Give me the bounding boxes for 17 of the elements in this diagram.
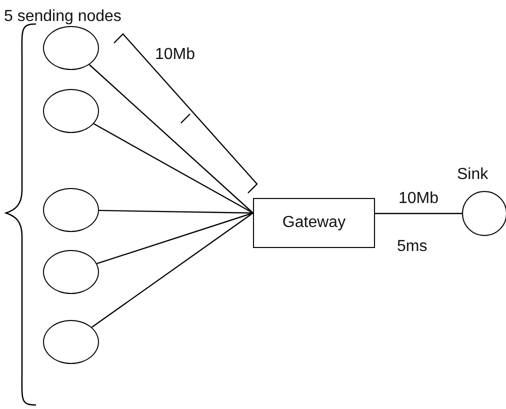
text-label: 5 sending nodes <box>4 8 122 26</box>
link-line <box>94 123 254 214</box>
node-label: Gateway <box>282 214 346 232</box>
node-circle <box>43 26 99 70</box>
node-circle <box>43 89 99 133</box>
gateway-box <box>253 198 375 248</box>
node-caption: Sink <box>457 166 488 184</box>
node-circle <box>462 191 506 236</box>
link-line <box>375 212 462 214</box>
edge-label: 10Mb <box>398 190 439 208</box>
link-line <box>96 212 254 264</box>
node-circle <box>43 320 99 364</box>
link-line <box>91 212 254 328</box>
link-line <box>98 210 253 214</box>
text-label: 5ms <box>397 238 428 256</box>
text-label: 10Mb <box>155 46 196 64</box>
link-line <box>88 64 254 214</box>
